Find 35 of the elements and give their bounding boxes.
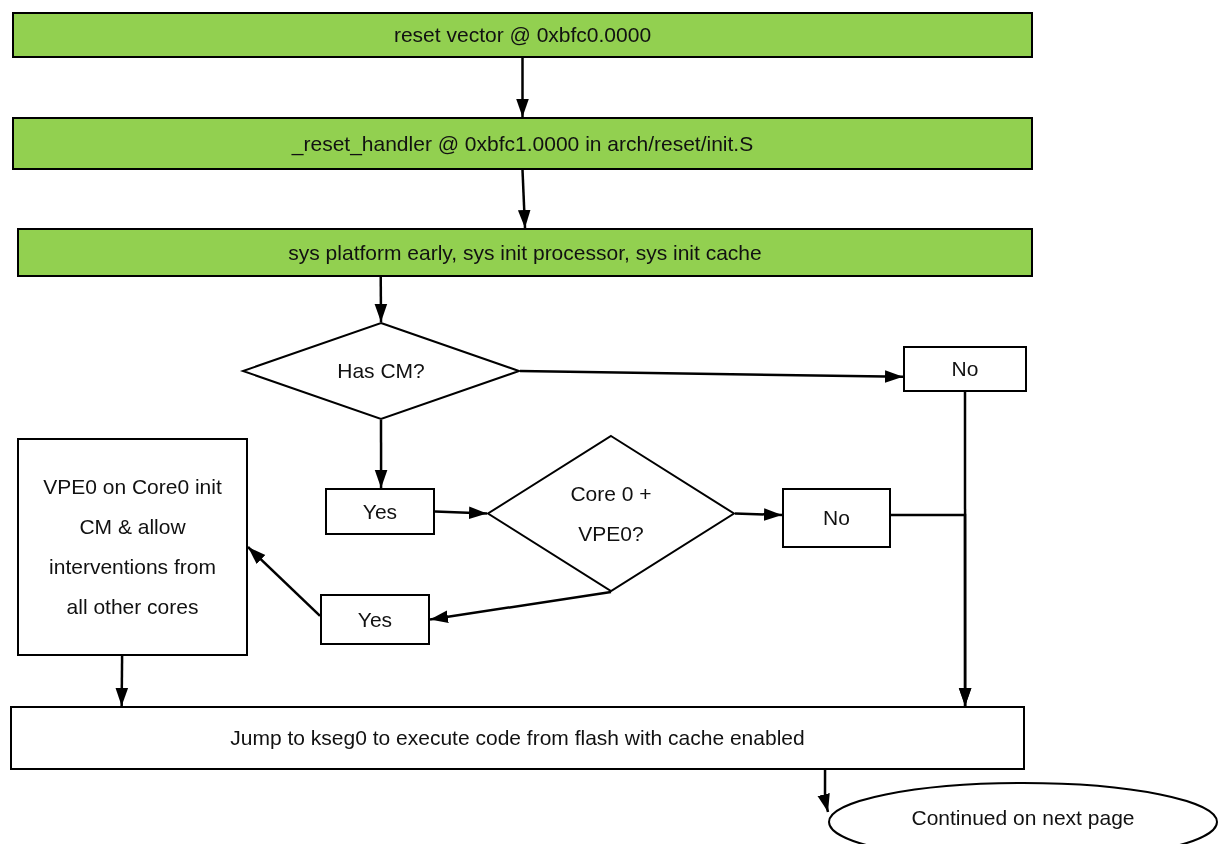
process-box [320, 594, 430, 645]
arrow [115, 656, 129, 706]
step-label: VPE0 on Core0 init CM & allow interventions from all other cores [42, 474, 223, 620]
process-box [17, 438, 248, 656]
arrow [434, 506, 488, 520]
arrow [429, 590, 612, 623]
arrow [734, 508, 783, 521]
arrow [517, 169, 531, 229]
arrow [520, 369, 903, 383]
arrow [516, 58, 529, 117]
decision-diamond [487, 435, 735, 592]
step-label: _reset_handler @ 0xbfc1.0000 in arch/reset/init.S [291, 130, 754, 158]
step-label: sys platform early, sys init processor, sys init cache [288, 239, 762, 266]
step-label: Yes [362, 498, 398, 525]
arrow [374, 277, 388, 322]
step-box [17, 228, 1033, 277]
process-box [325, 488, 435, 535]
step-label: Jump to kseg0 to execute code from flash with cache enabled [230, 725, 805, 752]
arrow [817, 770, 830, 813]
step-box [12, 117, 1033, 170]
step-label: No [951, 356, 979, 383]
process-box [903, 346, 1027, 392]
step-label: No [823, 505, 850, 532]
step-label: Yes [357, 606, 393, 633]
step-label: Core 0 + VPE0? [569, 480, 653, 547]
step-box [12, 12, 1033, 58]
process-box [10, 706, 1025, 770]
process-box [782, 488, 891, 548]
step-label: reset vector @ 0xbfc0.0000 [393, 22, 652, 49]
arrow [891, 513, 972, 706]
arrow [247, 546, 321, 617]
decision-diamond [242, 322, 520, 420]
step-label: Has CM? [337, 358, 425, 385]
arrow [374, 420, 388, 488]
step-label: Continued on next page [911, 805, 1135, 832]
